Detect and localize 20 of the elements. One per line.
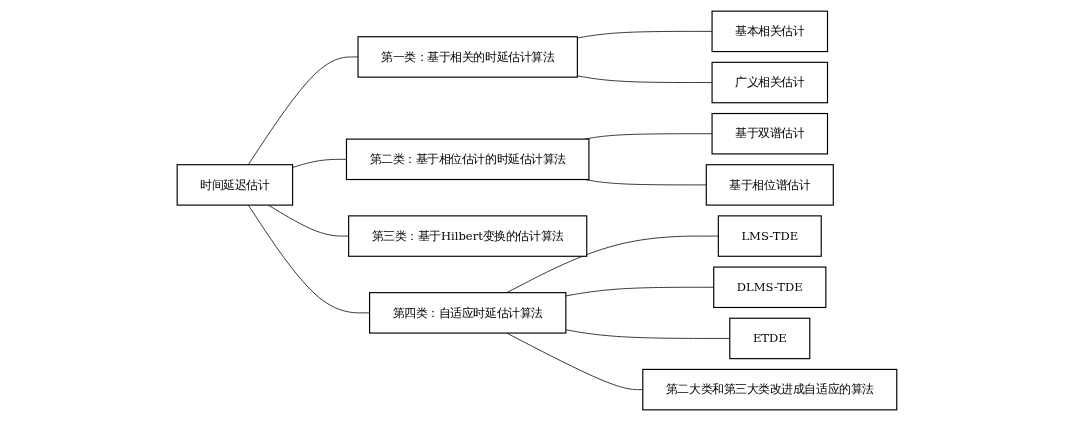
connector	[292, 158, 347, 168]
node-box: 广义相关估计	[711, 61, 829, 104]
node-box: 时间延迟估计	[176, 164, 294, 206]
connector	[506, 235, 719, 294]
node-box: ETDE	[729, 317, 811, 360]
node-box: DLMS-TDE	[713, 266, 827, 309]
connector	[577, 30, 713, 39]
node-box: 第二类：基于相位估计的时延估计算法	[345, 138, 590, 181]
node-box: 第四类：自适应时延估计算法	[369, 292, 567, 334]
node-box: 基本相关估计	[711, 10, 829, 53]
connector	[584, 179, 707, 186]
connector	[247, 56, 359, 166]
connector	[247, 204, 370, 314]
node-box: 第二大类和第三大类改进成自适应的算法	[642, 368, 898, 411]
node-box: LMS-TDE	[717, 215, 822, 257]
node-box: 基于相位谱估计	[705, 164, 834, 206]
connector	[577, 75, 713, 83]
node-box: 基于双谱估计	[711, 112, 829, 155]
node-box: 第一类：基于相关的时延估计算法	[357, 36, 578, 78]
node-box: 第三类：基于Hilbert变换的估计算法	[348, 215, 588, 257]
